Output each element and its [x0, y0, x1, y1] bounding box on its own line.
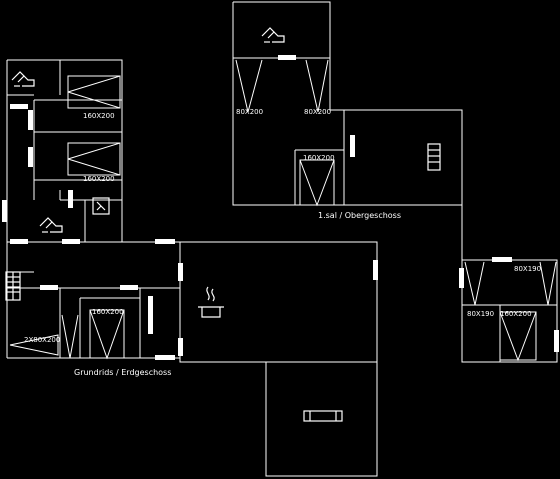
bed-outline: [299, 159, 335, 207]
bed: [67, 75, 121, 109]
bed-outline: [67, 142, 121, 176]
openings: [2, 55, 559, 360]
stove-icon: [198, 286, 224, 318]
wall-ground-main: [7, 241, 378, 477]
wall-right-wing: [461, 205, 558, 363]
door: [155, 355, 175, 360]
window: [373, 260, 378, 280]
bed-outline: [305, 59, 329, 113]
floor-caption-upper: 1.sal / Obergeschoss: [318, 211, 401, 220]
shower-icon: [11, 71, 35, 87]
door: [148, 296, 153, 334]
bed: [299, 159, 335, 206]
door: [492, 257, 512, 262]
bed-label: 160X200: [92, 308, 124, 316]
bed-label: 80X190: [467, 310, 494, 318]
door: [120, 285, 138, 290]
bed-outline: [9, 334, 59, 356]
bed-outline: [464, 261, 485, 306]
door: [155, 239, 175, 244]
bed-outline: [89, 309, 125, 360]
door: [28, 110, 33, 130]
bed-outline: [499, 311, 537, 362]
bed: [89, 309, 125, 359]
bed: [67, 142, 121, 176]
bed-label: 2X80X200: [24, 336, 60, 344]
kitchen-unit-icon: [427, 143, 441, 171]
door: [278, 55, 296, 60]
door: [350, 135, 355, 157]
walls: [6, 1, 558, 477]
wall-upper: [232, 1, 463, 206]
bed-label: 80X190: [514, 265, 541, 273]
door: [28, 147, 33, 167]
beds: [9, 59, 557, 362]
window: [554, 330, 559, 352]
door: [178, 263, 183, 281]
bed-label: 80X200: [304, 108, 331, 116]
bed: [499, 311, 537, 361]
bed-outline: [61, 314, 79, 359]
bed-outline: [539, 261, 557, 306]
bed-label: 160X200: [303, 154, 335, 162]
shower-icon: [39, 217, 63, 233]
window: [459, 268, 464, 288]
bed-label: 80X200: [236, 108, 263, 116]
door: [62, 239, 80, 244]
bed-outline: [67, 75, 121, 109]
bed-labels: 160X200 160X200 160X200 2X80X200 80X200 …: [24, 108, 541, 344]
door: [68, 190, 73, 208]
bed-label: 160X200: [83, 112, 115, 120]
shower-icon: [261, 27, 285, 43]
door: [10, 104, 28, 109]
door: [10, 239, 28, 244]
door: [178, 338, 183, 356]
staircase-icon: [5, 271, 21, 301]
door: [40, 285, 58, 290]
sofa-icon: [303, 410, 343, 422]
washer-icon: [92, 197, 110, 215]
window: [2, 200, 7, 222]
bed-outline: [235, 59, 263, 113]
bed-label: 160X200: [83, 175, 115, 183]
floor-caption-ground: Grundrids / Erdgeschoss: [74, 368, 171, 377]
bed-label: 160X200: [500, 310, 532, 318]
wall-left-wing: [6, 59, 123, 243]
